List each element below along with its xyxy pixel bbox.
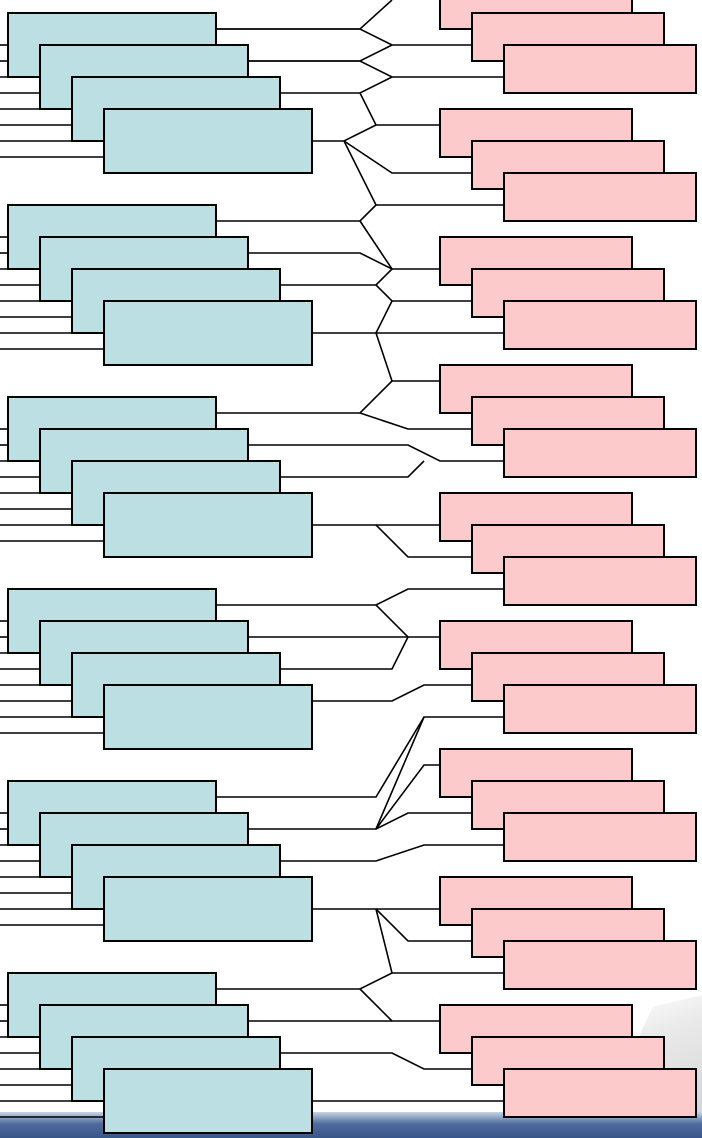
right-box xyxy=(503,300,697,350)
connector-line xyxy=(312,124,377,142)
right-box xyxy=(503,428,697,478)
connector-line xyxy=(280,76,393,94)
connector-line xyxy=(359,988,440,1022)
connector-lines xyxy=(0,0,504,1118)
left-box xyxy=(103,108,313,174)
connector-line xyxy=(375,524,472,558)
connector-line xyxy=(375,764,440,830)
connector-line xyxy=(280,844,504,862)
connector-line xyxy=(359,412,472,430)
right-box xyxy=(503,684,697,734)
right-box xyxy=(503,44,697,94)
left-box xyxy=(103,300,313,366)
connector-line xyxy=(280,460,425,478)
connector-line xyxy=(312,684,472,702)
connector-line xyxy=(216,204,377,222)
connector-line xyxy=(375,300,393,334)
connector-line xyxy=(216,972,393,990)
connector-line xyxy=(248,44,393,62)
connector-line xyxy=(375,908,472,942)
connector-line xyxy=(280,268,393,286)
right-boxes xyxy=(439,0,697,1118)
connector-line xyxy=(216,588,504,606)
left-boxes xyxy=(7,12,313,1134)
connector-line xyxy=(216,380,393,414)
connector-line xyxy=(375,604,440,638)
connector-line xyxy=(216,28,472,46)
right-box xyxy=(503,172,697,222)
left-box xyxy=(103,684,313,750)
right-box xyxy=(503,556,697,606)
connector-line xyxy=(375,284,472,302)
connector-line xyxy=(375,812,472,830)
connector-line xyxy=(248,60,504,78)
left-box xyxy=(103,492,313,558)
left-box xyxy=(103,876,313,942)
right-box xyxy=(503,812,697,862)
connector-line xyxy=(248,444,504,462)
connector-line xyxy=(359,220,440,270)
connector-line xyxy=(280,636,409,670)
left-box xyxy=(103,1068,313,1134)
connector-line xyxy=(375,332,440,382)
connector-line xyxy=(216,716,425,798)
right-box xyxy=(503,940,697,990)
connector-line xyxy=(343,140,472,174)
connector-line xyxy=(280,1052,472,1070)
connector-line xyxy=(248,252,393,270)
connector-line xyxy=(248,716,504,830)
connector-line xyxy=(359,92,440,126)
connector-line xyxy=(216,0,393,30)
right-box xyxy=(503,1068,697,1118)
